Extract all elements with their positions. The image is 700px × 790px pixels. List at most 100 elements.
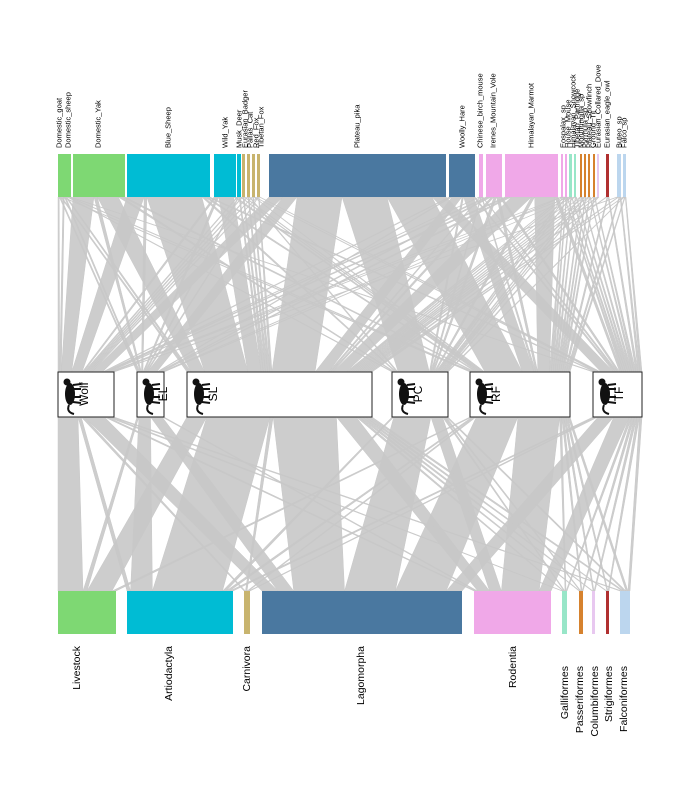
prey-bar-tibetan-partridge [574, 154, 576, 197]
prey-bar-eurasian-eagle-owl [606, 154, 609, 197]
prey-bar-wild-yak [214, 154, 236, 197]
order-label-galliformes: Galliformes [559, 666, 571, 719]
prey-label-buteo-sp: Buteo_sp [615, 116, 624, 148]
prey-label-ground-tit: Ground_Tit [589, 110, 598, 148]
link-artiodactyla-el [130, 416, 153, 592]
predator-label-rf: RF [489, 386, 503, 402]
prey-label-wild-yak: Wild_Yak [221, 117, 230, 148]
order-label-columbiformes: Columbiformes [589, 666, 601, 737]
predator-label-tf: TF [612, 387, 626, 402]
prey-label-domestic-yak: Domestic_Yak [94, 100, 103, 148]
prey-order-labels: Livestock Artiodactyla Carnivora Lagomorpha… [71, 645, 630, 736]
prey-label-pallas-cat: Pallas_Cat [246, 111, 255, 148]
order-bar-lagomorpha [262, 591, 462, 634]
prey-bar-pallas-cat [247, 154, 250, 197]
prey-label-woolly-hare: Woolly_Hare [458, 105, 467, 148]
order-label-lagomorpha: Lagomorpha [355, 646, 367, 705]
prey-label-pyrrhula-sp: Pyrrhula_sp [581, 108, 590, 148]
prey-order-bars [58, 591, 630, 634]
order-label-passeriformes: Passeriformes [574, 666, 586, 733]
order-bar-columbiformes [592, 591, 595, 634]
prey-bar-domestic-yak [73, 154, 125, 197]
predator-label-el: EL [156, 386, 170, 401]
prey-bar-chinese-birch-mouse [479, 154, 483, 197]
prey-label-eurasian-collared-dove: Eurasian_Collared_Dove [594, 65, 603, 148]
prey-bar-blue-sheep [127, 154, 210, 197]
prey-bar-eurasian-collared-dove [597, 154, 599, 197]
animal-silhouette-icon [142, 378, 161, 415]
prey-label-montifringilla-sp: Montifringilla_sp [577, 94, 586, 148]
prey-label-red-fox: Red_Fox [252, 117, 261, 148]
predator-order-links [57, 416, 643, 592]
order-label-carnivora: Carnivora [241, 646, 253, 692]
prey-bar-musk-deer [237, 154, 241, 197]
prey-label-house-mouse: House_Mouse [564, 100, 573, 148]
order-label-strigiformes: Strigiformes [603, 666, 615, 722]
animal-silhouette-icon [63, 378, 82, 415]
predator-wolf: Wolf [57, 371, 115, 418]
order-label-livestock: Livestock [71, 645, 83, 690]
prey-label-plateau-snowfinch: Plateau_Snowfinch [585, 84, 594, 148]
prey-bar-pyrrhula-sp [584, 154, 586, 197]
prey-bar-himalayan-marmot [505, 154, 558, 197]
prey-bar-plateau-snowfinch [588, 154, 590, 197]
prey-label-blue-sheep: Blue_Sheep [164, 107, 173, 148]
link-domestic-goat-wolf [57, 196, 60, 373]
predator-label-pc: PC [411, 385, 425, 402]
order-bar-strigiformes [606, 591, 609, 634]
predator-pc: PC [391, 371, 449, 418]
prey-bar-eospalax-sp [561, 154, 563, 197]
prey-bar-house-mouse [565, 154, 567, 197]
prey-label-irenes-mountain-vole: Irenes_Mountain_Vole [489, 73, 498, 148]
predator-el: EL [136, 371, 170, 418]
prey-label-chinese-birch-mouse: Chinese_birch_mouse [476, 73, 485, 148]
prey-bar-falco-sp [623, 154, 626, 197]
prey-label-domestic-sheep: Domestic_sheep [64, 92, 73, 148]
order-label-artiodactyla: Artiodactyla [163, 646, 175, 701]
predator-box-sl [186, 371, 373, 418]
prey-label-tibetan-fox: Tibetan_Fox [257, 106, 266, 148]
order-bar-livestock [58, 591, 116, 634]
prey-label-eospalax-sp: Eospalax_sp [559, 105, 568, 148]
prey-label-eurasian-eagle-owl: Eurasian_eagle_owl [603, 80, 612, 148]
predator-label-sl: SL [206, 386, 220, 401]
order-bar-carnivora [244, 591, 250, 634]
predator-label-wolf: Wolf [77, 381, 91, 405]
prey-species-bars [58, 154, 626, 197]
order-bar-passeriformes [579, 591, 583, 634]
animal-silhouette-icon [598, 378, 617, 415]
prey-bar-himalayan-snowcock [569, 154, 572, 197]
animal-silhouette-icon [192, 378, 211, 415]
prey-label-tibetan-partridge: Tibetan_Partridge [573, 89, 582, 148]
prey-bar-irenes-mountain-vole [486, 154, 502, 197]
prey-bar-buteo-sp [617, 154, 621, 197]
prey-label-plateau-pika: Plateau_pika [353, 104, 362, 148]
predator-sl: SL [186, 371, 373, 418]
prey-bar-red-fox [252, 154, 255, 197]
prey-bar-montifringilla-sp [580, 154, 582, 197]
predator-boxes: Wolf EL SL PC RF TF [57, 371, 643, 418]
predator-tf: TF [592, 371, 643, 418]
prey-bar-woolly-hare [449, 154, 475, 197]
prey-bar-domestic-goat [58, 154, 63, 197]
prey-bar-ground-tit [593, 154, 595, 197]
prey-label-domestic-goat: Domestic_goat [55, 97, 64, 148]
prey-label-eurasian-badger: Eurasian_Badger [241, 90, 250, 148]
link-livestock-wolf [57, 416, 84, 592]
order-bar-galliformes [562, 591, 567, 634]
prey-label-musk-deer: Musk_Deer [235, 109, 244, 148]
animal-silhouette-icon [397, 378, 416, 415]
order-label-falconiformes: Falconiformes [618, 666, 630, 732]
prey-predator-links [57, 196, 643, 373]
order-bar-artiodactyla [127, 591, 233, 634]
predator-rf: RF [469, 371, 571, 418]
order-bar-falconiformes [620, 591, 630, 634]
order-label-rodentia: Rodentia [507, 646, 519, 688]
prey-label-himalayan-snowcock: Himalayan_Snowcock [569, 74, 578, 148]
prey-label-falco-sp: Falco_sp [620, 118, 629, 148]
prey-bar-tibetan-fox [257, 154, 260, 197]
order-bar-rodentia [474, 591, 551, 634]
prey-bar-eurasian-badger [242, 154, 245, 197]
